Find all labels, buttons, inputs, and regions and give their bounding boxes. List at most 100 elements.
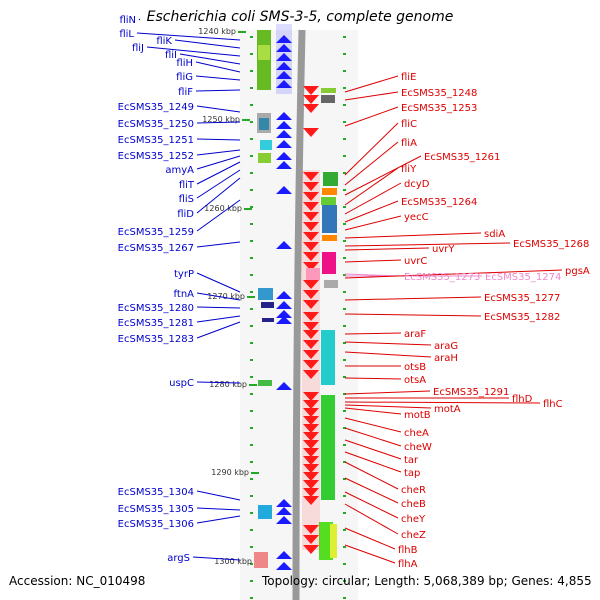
- forward-gene-arrow: [276, 140, 292, 148]
- right-gene-label: fliY: [401, 164, 417, 175]
- genome-summary-text: Topology: circular; Length: 5,068,389 bp…: [262, 574, 592, 588]
- minor-tick: [343, 427, 346, 429]
- gene-block: [319, 522, 333, 560]
- minor-tick: [250, 53, 253, 55]
- minor-tick: [343, 478, 346, 480]
- minor-tick: [343, 444, 346, 446]
- reverse-gene-arrow: [303, 535, 319, 544]
- left-gene-label: fliJ: [132, 43, 144, 54]
- minor-tick: [343, 291, 346, 293]
- right-gene-label: flhA: [398, 559, 418, 570]
- reverse-gene-arrow: [303, 456, 319, 465]
- reverse-gene-arrow: [303, 392, 319, 401]
- left-gene-label: fliS: [179, 194, 194, 205]
- left-gene-label: EcSMS35_1280: [118, 303, 194, 314]
- minor-tick: [343, 172, 346, 174]
- left-gene-label: EcSMS35_1305: [118, 504, 194, 515]
- reverse-gene-arrow: [303, 400, 319, 409]
- scale-label: 1260 kbp: [204, 204, 242, 213]
- reverse-gene-region: [302, 170, 320, 550]
- left-leader-line: [196, 169, 241, 199]
- minor-tick: [343, 546, 346, 548]
- right-leader-line: [344, 122, 399, 176]
- left-leader-line: [179, 53, 241, 65]
- minor-tick: [250, 393, 253, 395]
- left-gene-label: EcSMS35_1251: [118, 135, 194, 146]
- reverse-gene-arrow: [303, 212, 319, 221]
- right-gene-label: EcSMS35_1277: [484, 293, 560, 304]
- forward-gene-arrow: [276, 80, 292, 88]
- reverse-gene-arrow: [303, 192, 319, 201]
- minor-tick: [250, 359, 253, 361]
- gene-block: [261, 302, 274, 308]
- right-gene-label: EcSMS35_1268: [513, 239, 589, 250]
- right-leader-line: [344, 527, 396, 550]
- right-leader-line: [344, 232, 482, 239]
- forward-gene-arrow: [276, 507, 292, 515]
- gene-block: [262, 318, 274, 322]
- right-gene-label: flhD: [512, 394, 533, 405]
- right-leader-line: [344, 141, 399, 186]
- scale-label: 1270 kbp: [207, 292, 245, 301]
- reverse-gene-arrow: [303, 280, 319, 289]
- minor-tick: [250, 461, 253, 463]
- left-gene-label: EcSMS35_1259: [118, 227, 194, 238]
- minor-tick: [343, 104, 346, 106]
- reverse-gene-arrow: [303, 488, 319, 497]
- minor-tick: [343, 53, 346, 55]
- reverse-gene-arrow: [303, 128, 319, 137]
- left-leader-line: [196, 149, 241, 156]
- right-leader-line: [344, 351, 432, 358]
- right-gene-label: uvrY: [432, 244, 455, 255]
- scale-label: 1240 kbp: [198, 27, 236, 36]
- left-leader-line: [195, 89, 241, 92]
- minor-tick: [250, 138, 253, 140]
- gene-block: [258, 288, 273, 300]
- reverse-gene-arrow: [303, 408, 319, 417]
- right-leader-line: [344, 106, 399, 127]
- minor-tick: [250, 274, 253, 276]
- scale-tick: [249, 384, 257, 386]
- right-leader-line: [344, 417, 402, 433]
- gene-block: [322, 252, 336, 274]
- forward-gene-arrow: [276, 35, 292, 43]
- reverse-gene-arrow: [303, 340, 319, 349]
- minor-tick: [250, 563, 253, 565]
- forward-gene-arrow: [276, 291, 292, 299]
- reverse-gene-arrow: [303, 300, 319, 309]
- reverse-gene-arrow: [303, 440, 319, 449]
- genome-backbone: [292, 29, 306, 600]
- reverse-gene-arrow: [303, 330, 319, 339]
- left-gene-label: EcSMS35_1304: [118, 487, 194, 498]
- reverse-gene-arrow: [303, 360, 319, 369]
- right-gene-label: flhC: [543, 399, 563, 410]
- forward-gene-arrow: [276, 44, 292, 52]
- rna-gene-block: [306, 268, 320, 280]
- reverse-gene-arrow: [303, 182, 319, 191]
- left-leader-line: [196, 199, 241, 232]
- forward-gene-arrow: [276, 112, 292, 120]
- gene-block: [321, 88, 336, 93]
- minor-tick: [343, 189, 346, 191]
- left-leader-line: [196, 515, 241, 524]
- minor-tick: [250, 308, 253, 310]
- minor-tick: [250, 376, 253, 378]
- gene-block: [258, 380, 272, 386]
- gene-block: [321, 395, 335, 500]
- reverse-gene-arrow: [303, 416, 319, 425]
- minor-tick: [250, 444, 253, 446]
- reverse-gene-arrow: [303, 322, 319, 331]
- right-gene-label: cheB: [401, 499, 426, 510]
- minor-tick: [250, 478, 253, 480]
- left-gene-label: fliL: [119, 29, 134, 40]
- gene-block: [321, 197, 336, 205]
- right-gene-label: tap: [404, 468, 420, 479]
- reverse-gene-arrow: [303, 242, 319, 251]
- left-gene-label: fliK: [156, 36, 172, 47]
- minor-tick: [250, 325, 253, 327]
- gene-block: [260, 140, 272, 150]
- right-gene-label: EcSMS35_1274: [485, 272, 561, 283]
- right-leader-line: [344, 427, 402, 447]
- forward-gene-arrow: [276, 71, 292, 79]
